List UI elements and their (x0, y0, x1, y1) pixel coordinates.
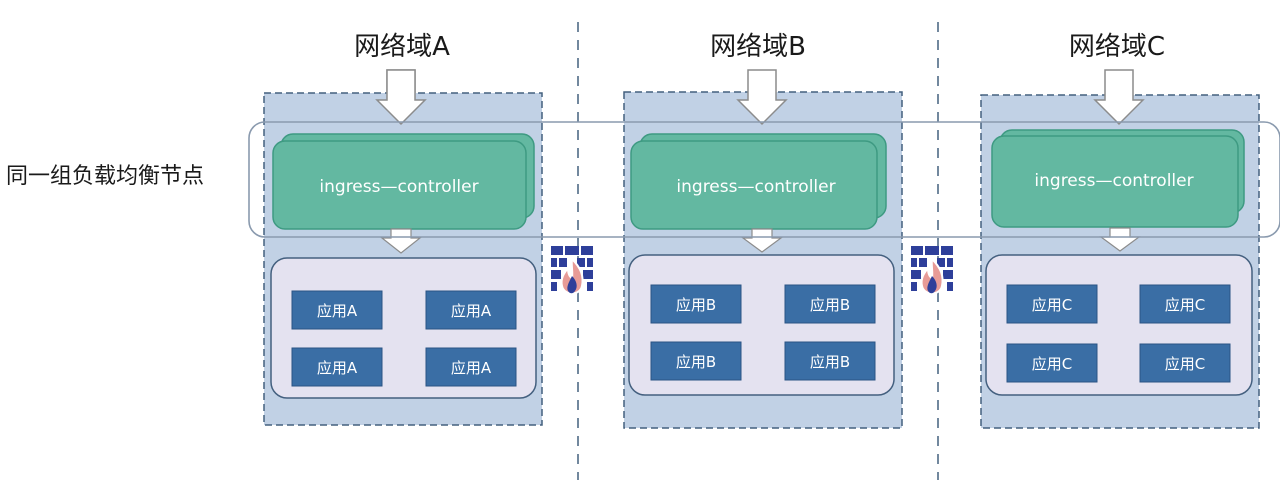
app-box (425, 290, 517, 330)
app-label: 应用C (1165, 296, 1205, 314)
app-box (1139, 284, 1231, 324)
zone-a: 网络域A ingress—controller 应用A 应用A 应用A 应用A (263, 32, 543, 426)
zone-c: 网络域C ingress—controller 应用C 应用C 应用C 应用C (980, 32, 1260, 429)
app-label: 应用B (810, 296, 850, 314)
load-balancer-group-outline (248, 121, 1280, 238)
app-box (291, 290, 383, 330)
inbound-arrow-front (375, 69, 427, 126)
zone-b: 网络域B ingress—controller 应用B 应用B 应用B 应用B (623, 32, 903, 429)
inbound-arrow (1093, 69, 1145, 126)
app-box (784, 341, 876, 381)
app-label: 应用C (1032, 296, 1072, 314)
app-box (291, 347, 383, 387)
app-box (650, 284, 742, 324)
app-box (650, 341, 742, 381)
app-label: 应用B (676, 353, 716, 371)
app-box (1006, 284, 1098, 324)
app-box (425, 347, 517, 387)
app-label: 应用C (1165, 355, 1205, 373)
app-box (784, 284, 876, 324)
app-label: 应用B (676, 296, 716, 314)
ingress-controller-label: ingress—controller (676, 177, 835, 197)
app-label: 应用C (1032, 355, 1072, 373)
zone-title: 网络域A (354, 32, 450, 62)
app-label: 应用A (317, 302, 358, 320)
app-box (1139, 343, 1231, 383)
ingress-controller-label: ingress—controller (1034, 171, 1193, 191)
load-balancer-group-label: 同一组负载均衡节点 (6, 164, 204, 189)
zone-title: 网络域B (710, 32, 806, 62)
app-label: 应用B (810, 353, 850, 371)
firewall-icon (551, 246, 593, 295)
inbound-arrow (736, 69, 788, 126)
zone-title: 网络域C (1069, 32, 1165, 62)
ingress-controller-label: ingress—controller (319, 177, 478, 197)
app-box (1006, 343, 1098, 383)
ingress-controller-card (991, 135, 1239, 228)
downstream-arrow (741, 228, 783, 253)
app-label: 应用A (451, 359, 492, 377)
app-label: 应用A (451, 302, 492, 320)
firewall-icon (911, 246, 953, 295)
downstream-arrow (380, 228, 422, 254)
app-label: 应用A (317, 359, 358, 377)
